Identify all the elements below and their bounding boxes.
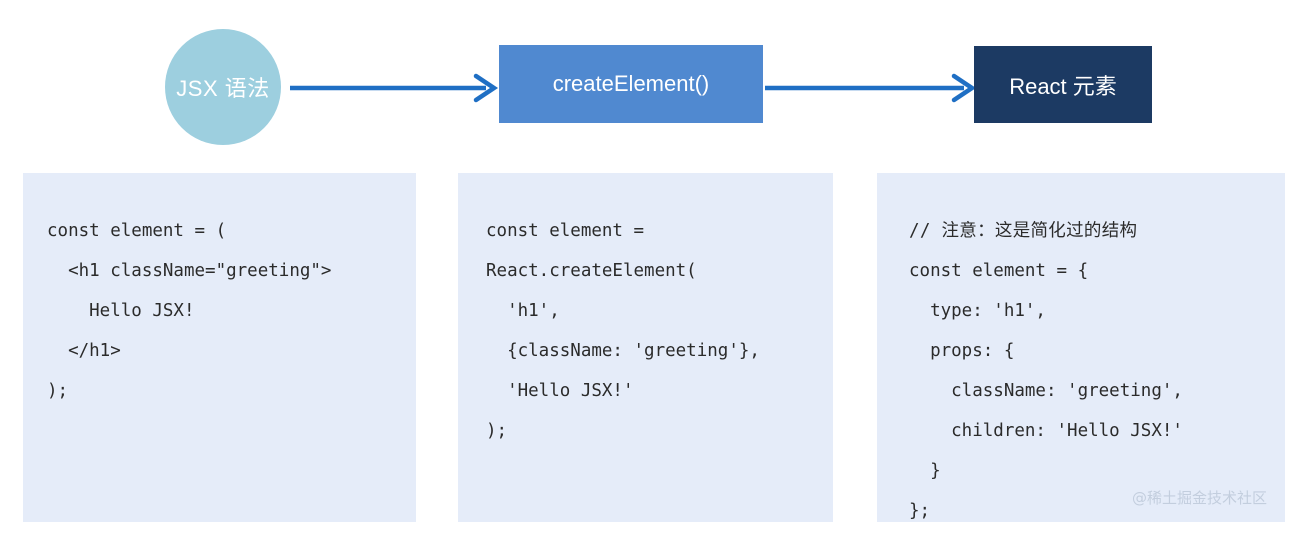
flow-diagram-row: JSX 语法 createElement() React 元素 [0, 0, 1308, 165]
code-line: ); [47, 381, 69, 401]
code-line: }; [909, 501, 931, 521]
code-line: const element = ( [47, 221, 227, 241]
code-panel-react-element: // 注意：这是简化过的结构 const element = { type: '… [877, 173, 1285, 522]
code-panels-row: const element = ( <h1 className="greetin… [0, 173, 1308, 523]
code-line: </h1> [47, 341, 121, 361]
code-line-comment: // 注意：这是简化过的结构 [909, 221, 1138, 241]
code-line: children: 'Hello JSX!' [909, 421, 1183, 441]
arrow-jsx-to-create-element-icon [290, 73, 499, 103]
flow-node-react-element-label: React 元素 [1009, 73, 1117, 99]
flow-node-create-element: createElement() [499, 45, 763, 123]
watermark: @稀土掘金技术社区 [1131, 489, 1267, 507]
code-line: Hello JSX! [47, 301, 195, 321]
code-panel-jsx: const element = ( <h1 className="greetin… [23, 173, 416, 522]
code-line: <h1 className="greeting"> [47, 261, 332, 281]
code-line: React.createElement( [486, 261, 697, 281]
flow-node-create-element-label: createElement() [552, 71, 710, 96]
code-line: ); [486, 421, 508, 441]
code-line: const element = { [909, 261, 1089, 281]
code-line: const element = [486, 221, 645, 241]
flow-node-jsx-syntax: JSX 语法 [165, 29, 281, 145]
code-line: className: 'greeting', [909, 381, 1183, 401]
code-line: type: 'h1', [909, 301, 1046, 321]
code-line: {className: 'greeting'}, [486, 341, 760, 361]
code-panel-create-element: const element = React.createElement( 'h1… [458, 173, 833, 522]
flow-node-react-element: React 元素 [974, 46, 1152, 123]
code-line: } [909, 461, 941, 481]
code-line: props: { [909, 341, 1015, 361]
code-line: 'h1', [486, 301, 560, 321]
code-line: 'Hello JSX!' [486, 381, 634, 401]
flow-node-jsx-syntax-label: JSX 语法 [176, 76, 270, 101]
arrow-create-element-to-react-element-icon [765, 73, 977, 103]
